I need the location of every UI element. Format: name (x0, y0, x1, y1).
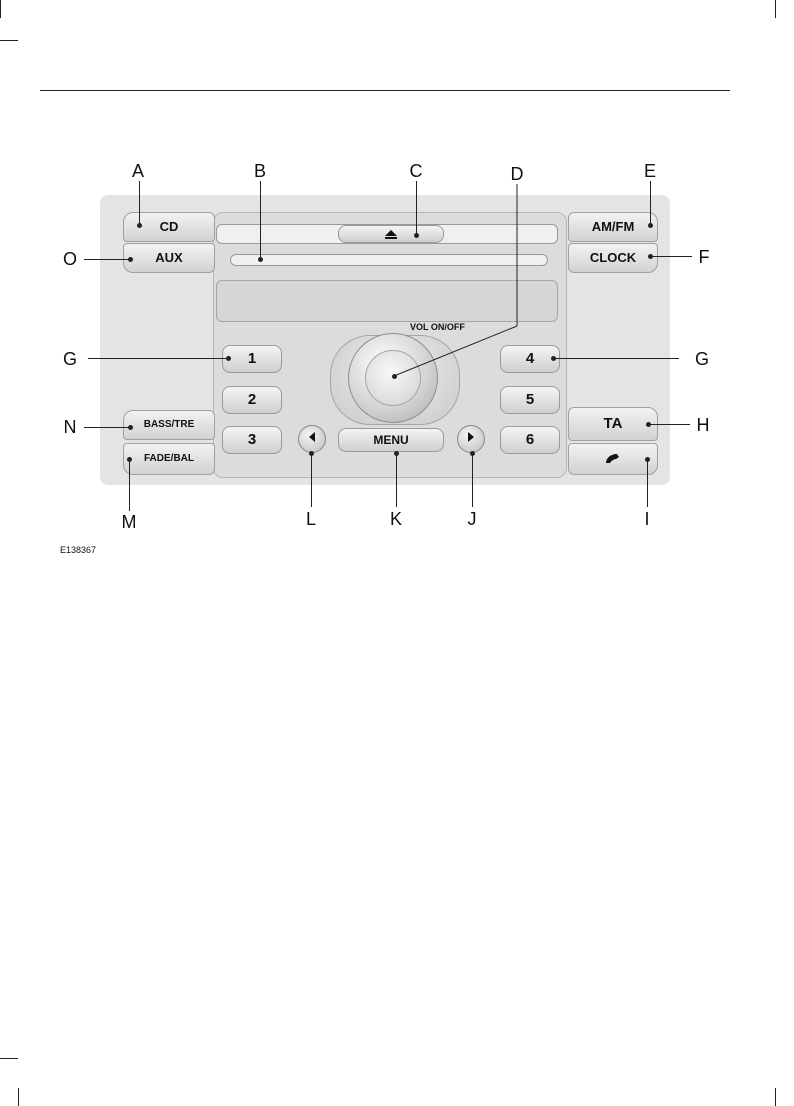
preset-5-button[interactable]: 5 (500, 386, 560, 414)
crop-mark (0, 1058, 18, 1059)
header-rule (40, 90, 730, 91)
preset-3-button[interactable]: 3 (222, 426, 282, 454)
radio-figure: CD AUX BASS/TRE FADE/BAL AM/FM CLOCK TA … (60, 161, 710, 555)
leader-b (260, 181, 261, 259)
leader-g-left (88, 358, 228, 359)
leader-dot (414, 233, 419, 238)
leader-a (139, 181, 140, 225)
leader-dot (226, 356, 231, 361)
leader-dot (470, 451, 475, 456)
cd-slot (230, 254, 548, 266)
leader-dot (648, 254, 653, 259)
preset-2-button[interactable]: 2 (222, 386, 282, 414)
leader-dot (648, 223, 653, 228)
callout-f: F (698, 247, 710, 267)
callout-h: H (696, 415, 710, 435)
seek-left-icon (309, 432, 315, 442)
crop-mark (775, 0, 776, 18)
leader-h (648, 424, 690, 425)
seek-right-button[interactable] (457, 425, 485, 453)
callout-g-right: G (694, 349, 709, 369)
preset-1-button[interactable]: 1 (222, 345, 282, 373)
aux-button[interactable]: AUX (123, 243, 215, 273)
callout-d: D (510, 164, 524, 184)
display-window (216, 280, 558, 322)
leader-dot (127, 457, 132, 462)
eject-icon (385, 230, 397, 239)
leader-e (650, 181, 651, 225)
leader-k (396, 452, 397, 507)
crop-mark (0, 0, 1, 18)
crop-mark (18, 1088, 19, 1106)
phone-icon (606, 454, 619, 463)
clock-button[interactable]: CLOCK (568, 243, 658, 273)
callout-m: M (121, 512, 137, 532)
leader-dot (309, 451, 314, 456)
leader-dot (394, 451, 399, 456)
leader-m (129, 459, 130, 511)
leader-dot (128, 257, 133, 262)
leader-o (84, 259, 130, 260)
leader-dot (646, 422, 651, 427)
leader-dot (645, 457, 650, 462)
callout-o: O (62, 249, 77, 269)
leader-n (84, 427, 130, 428)
callout-n: N (63, 417, 77, 437)
leader-g-right (553, 358, 679, 359)
callout-a: A (131, 161, 144, 181)
callout-k: K (389, 509, 402, 529)
seek-right-icon (468, 432, 474, 442)
callout-b: B (253, 161, 266, 181)
leader-dot (128, 425, 133, 430)
callout-i: I (644, 509, 650, 529)
figure-code: E138367 (60, 545, 97, 555)
phone-button[interactable] (568, 443, 658, 475)
leader-dot (137, 223, 142, 228)
ta-button[interactable]: TA (568, 407, 658, 441)
fade-balance-button[interactable]: FADE/BAL (123, 443, 215, 475)
leader-i (647, 459, 648, 507)
callout-e: E (643, 161, 656, 181)
preset-4-button[interactable]: 4 (500, 345, 560, 373)
bass-treble-button[interactable]: BASS/TRE (123, 410, 215, 440)
leader-f (650, 256, 692, 257)
callout-c: C (409, 161, 423, 181)
crop-mark (775, 1088, 776, 1106)
callout-l: L (305, 509, 316, 529)
seek-left-button[interactable] (298, 425, 326, 453)
leader-j (472, 452, 473, 507)
leader-dot (551, 356, 556, 361)
preset-6-button[interactable]: 6 (500, 426, 560, 454)
leader-dot (258, 257, 263, 262)
leader-c (416, 181, 417, 235)
eject-button[interactable] (338, 225, 444, 243)
crop-mark (0, 40, 18, 41)
leader-d (393, 184, 518, 377)
volume-knob[interactable] (348, 333, 438, 423)
volume-label: VOL ON/OFF (410, 322, 465, 332)
leader-dot (392, 374, 397, 379)
menu-button[interactable]: MENU (338, 428, 444, 452)
callout-j: J (467, 509, 477, 529)
leader-l (311, 452, 312, 507)
callout-g-left: G (62, 349, 77, 369)
am-fm-button[interactable]: AM/FM (568, 212, 658, 242)
